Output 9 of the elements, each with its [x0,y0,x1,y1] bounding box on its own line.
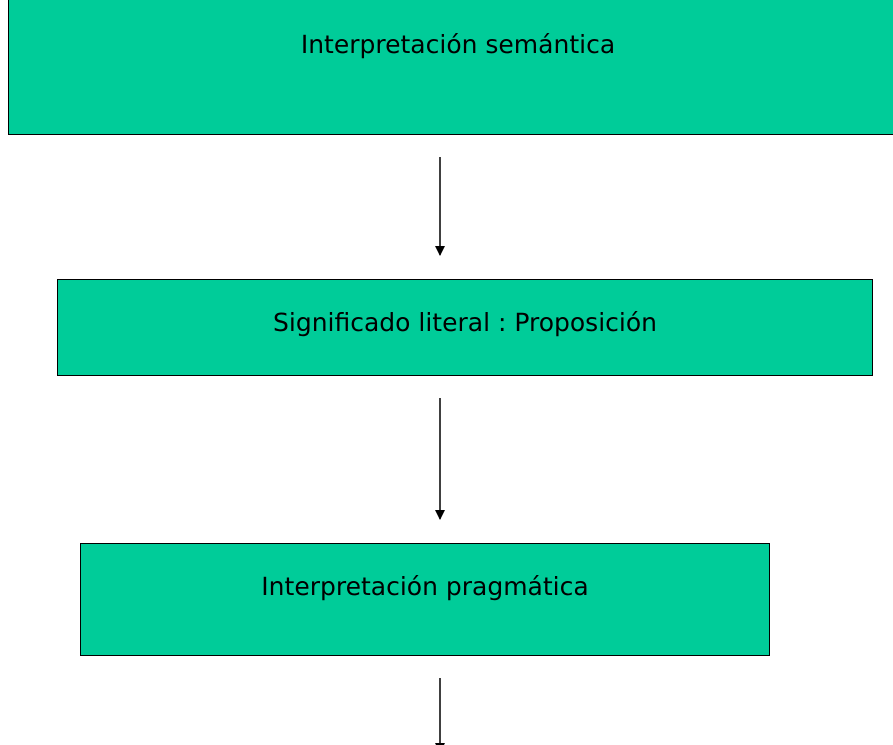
box-label: Interpretación pragmática [261,572,589,601]
process-box [8,0,893,135]
box-label: Interpretación semántica [300,30,616,59]
process-box [57,279,873,376]
process-box [80,543,770,656]
box-label: Significado literal : Proposición [273,308,657,337]
arrow [435,398,445,520]
arrow [435,157,445,256]
arrow [435,678,445,745]
